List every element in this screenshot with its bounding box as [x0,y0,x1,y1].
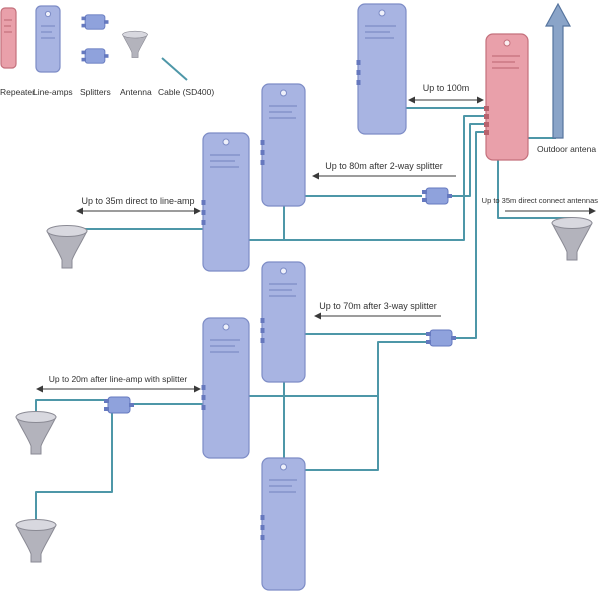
legend-label-antenna: Antenna [120,87,152,97]
legend-splitter-3way-icon [81,48,109,64]
label-run-35m-antennas: Up to 35m direct connect antennas [482,196,599,205]
legend-antenna-icon [122,30,148,58]
distance-arrow-100m [408,96,484,104]
lineamp-box-d [260,261,306,383]
label-run-80m: Up to 80m after 2-way splitter [325,161,443,171]
legend-label-cable: Cable (SD400) [158,87,214,97]
lineamp-box-b [260,83,306,207]
distance-arrow-35m-antennas [505,207,596,215]
antenna-right-icon [551,217,593,261]
cable-splitter-to-antenna-bl1 [35,399,108,414]
legend-label-lineamps: Line-amps [33,87,73,97]
legend-repeater-icon [0,7,17,69]
distance-arrow-20m [36,385,201,393]
label-outdoor-antenna: Outdoor antena [537,144,596,154]
label-run-20m: Up to 20m after line-amp with splitter [49,374,188,384]
cable-splitter-3way-to-lineamp-f [305,341,426,471]
antenna-bottom-left-1-icon [15,411,57,455]
splitter-lineamp-icon [103,396,135,414]
splitter-2way-icon [421,187,453,205]
lineamp-box-top [356,3,407,135]
label-run-35m-lineamp: Up to 35m direct to line-amp [81,196,194,206]
antenna-bottom-left-2-icon [15,519,57,563]
legend-label-splitters: Splitters [80,87,111,97]
distance-arrow-35m-lineamp [76,207,201,215]
lineamp-box-f [260,457,306,591]
repeater-box [484,33,529,161]
legend-lineamp-icon [35,5,61,73]
cable-repeater-to-lineamp-c [249,115,486,241]
antenna-left-icon [46,225,88,269]
cable-repeater-to-right-antenna [497,160,573,222]
label-run-70m: Up to 70m after 3-way splitter [319,301,437,311]
legend-label-repeater: Repeater [0,87,35,97]
cable-layer [35,57,573,522]
distance-arrow-80m [312,172,456,180]
splitter-3way-icon [425,329,457,347]
legend: Repeater Line-amps Splitters Antenna Cab… [0,5,214,97]
lineamp-box-c [201,132,250,272]
cable-repeater-to-splitter-2way [452,123,486,197]
legend-cable-sample [161,57,188,81]
cable-repeater-to-splitter-3way [456,131,486,339]
label-run-100m: Up to 100m [423,83,470,93]
outdoor-antenna-arrow-icon [544,2,572,139]
distance-arrow-70m [314,312,441,320]
legend-splitter-2way-icon [81,14,109,30]
lineamp-box-e [201,317,250,459]
cable-splitter-to-antenna-bl2 [35,412,113,522]
